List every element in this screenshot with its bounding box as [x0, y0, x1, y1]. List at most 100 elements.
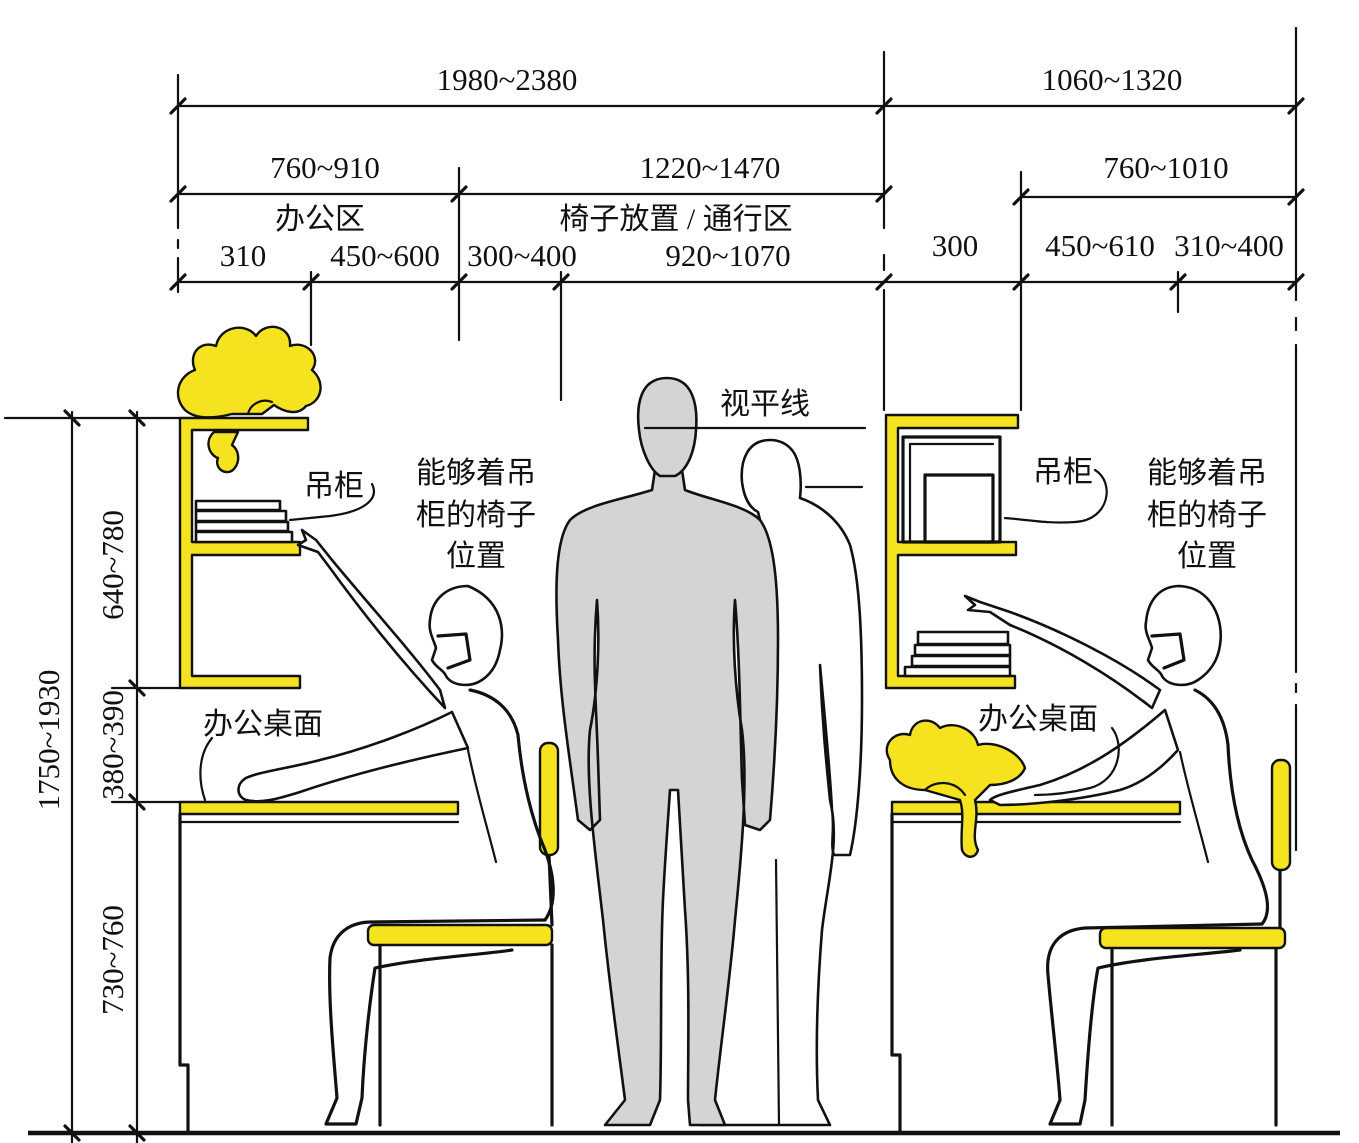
person-forearm-on-desk: [237, 710, 470, 803]
dim-office-zone: 760~910: [270, 150, 380, 185]
dim-vertical-gap: 380~390: [95, 690, 130, 800]
person-back: [468, 688, 555, 922]
dimension-tick: [128, 793, 146, 811]
hanging-plant-icon: [207, 430, 240, 474]
dimension-tick: [1287, 97, 1305, 115]
label-right-reach-line-1: 能够着吊: [1147, 457, 1267, 490]
label-left-desk: 办公桌面: [203, 708, 323, 741]
leader-right-desk: [1033, 726, 1120, 797]
dimension-tick: [875, 97, 893, 115]
seated-person-left: [237, 528, 555, 1126]
person-reaching-arm: [963, 594, 1162, 710]
leader-lines: [199, 468, 1120, 802]
dimension-tick: [1012, 273, 1030, 291]
annotation-labels: 视平线 吊柜 能够着吊 柜的椅子 位置 吊柜 能够着吊 柜的椅子 位置 办公桌面…: [203, 388, 1267, 741]
plant-pot: [246, 399, 274, 416]
dim-vertical-total: 1750~1930: [31, 670, 66, 811]
chair-backrest-right: [1270, 758, 1292, 872]
person-forearm-on-desk: [988, 708, 1180, 807]
chair-backrest-left: [538, 741, 560, 857]
label-right-reach-line-3: 位置: [1177, 540, 1237, 573]
person-raised-arm: [296, 528, 447, 710]
hanging-cabinet-left: [178, 416, 310, 690]
dimension-tick: [1287, 188, 1305, 206]
dimension-tick: [450, 273, 468, 291]
book: [194, 509, 288, 523]
dimension-tick: [1287, 273, 1305, 291]
hanging-cabinet-right: [884, 413, 1020, 690]
label-right-cabinet: 吊柜: [1033, 456, 1093, 489]
dim-450-610: 450~610: [1045, 228, 1155, 263]
book: [194, 499, 282, 512]
book: [194, 530, 294, 544]
picture-frame-small: [923, 473, 995, 544]
person-back: [1193, 688, 1270, 926]
dim-overall-left: 1980~2380: [437, 62, 578, 97]
books-right: [903, 630, 1012, 678]
label-right-desk: 办公桌面: [978, 703, 1098, 736]
plant-icon: [176, 325, 322, 419]
label-left-reach-line-2: 柜的椅子: [416, 499, 536, 532]
chair-leg: [378, 853, 554, 1127]
chair-leg: [1110, 868, 1282, 1127]
standing-person-front-body: [555, 468, 780, 1127]
label-left-cabinet: 吊柜: [304, 470, 364, 503]
dimension-tick: [63, 409, 81, 427]
label-eye-level: 视平线: [720, 388, 810, 421]
person-belly: [1178, 750, 1210, 864]
seated-person-right: [963, 584, 1270, 1126]
left-workstation: [176, 325, 560, 1135]
dim-300-400: 300~400: [467, 238, 577, 273]
picture-frame-large: [901, 435, 1002, 544]
label-left-reach-line-3: 位置: [446, 540, 506, 573]
dim-overall-right: 1060~1320: [1042, 62, 1183, 97]
person-visor: [1150, 632, 1186, 670]
dimension-tick: [1169, 273, 1187, 291]
picture-frame-inner: [908, 442, 995, 544]
standing-people: [555, 376, 867, 1127]
dim-310-400: 310~400: [1174, 228, 1284, 263]
dim-vertical-desk: 730~760: [95, 905, 130, 1015]
dim-chair-zone: 1220~1470: [640, 150, 781, 185]
dimension-text: 1980~2380 1060~1320 760~910 1220~1470 76…: [31, 62, 1284, 1015]
chair-seat-left: [366, 923, 554, 947]
dimension-tick: [169, 273, 187, 291]
person-leg: [1046, 922, 1264, 1126]
plant-icon: [885, 719, 1027, 858]
leader-right-cabinet: [1003, 468, 1108, 524]
dimension-tick: [450, 185, 468, 203]
book: [903, 665, 1012, 678]
dimension-tick: [875, 273, 893, 291]
dimension-tick: [128, 679, 146, 697]
plant-pot: [923, 782, 967, 797]
book: [916, 630, 1010, 646]
person-visor: [436, 632, 472, 670]
dim-300: 300: [932, 228, 979, 263]
person-belly: [466, 748, 498, 864]
chair-seat-right: [1098, 926, 1287, 950]
dimension-lines: [3, 26, 1305, 1143]
leader-left-cabinet: [288, 482, 375, 522]
dimension-tick: [169, 185, 187, 203]
dimension-tick: [169, 97, 187, 115]
right-workstation: [884, 413, 1292, 1135]
dimension-tick: [302, 273, 320, 291]
person-leg: [324, 918, 547, 1126]
dimension-tick: [128, 409, 146, 427]
leader-left-desk: [199, 736, 214, 802]
zone-label-chair: 椅子放置 / 通行区: [559, 203, 792, 236]
dimension-tick: [875, 185, 893, 203]
dimension-tick: [552, 273, 570, 291]
dim-450-600: 450~600: [330, 238, 440, 273]
book: [194, 520, 290, 533]
desk-leg-right: [890, 812, 902, 1135]
book: [910, 654, 1012, 668]
dim-920-1070: 920~1070: [665, 238, 790, 273]
dimension-ticks: [63, 97, 1305, 1142]
desk-top-left: [178, 800, 460, 816]
label-right-reach-line-2: 柜的椅子: [1147, 499, 1267, 532]
dimension-tick: [1012, 188, 1030, 206]
dim-310: 310: [220, 238, 267, 273]
book: [913, 643, 1012, 657]
